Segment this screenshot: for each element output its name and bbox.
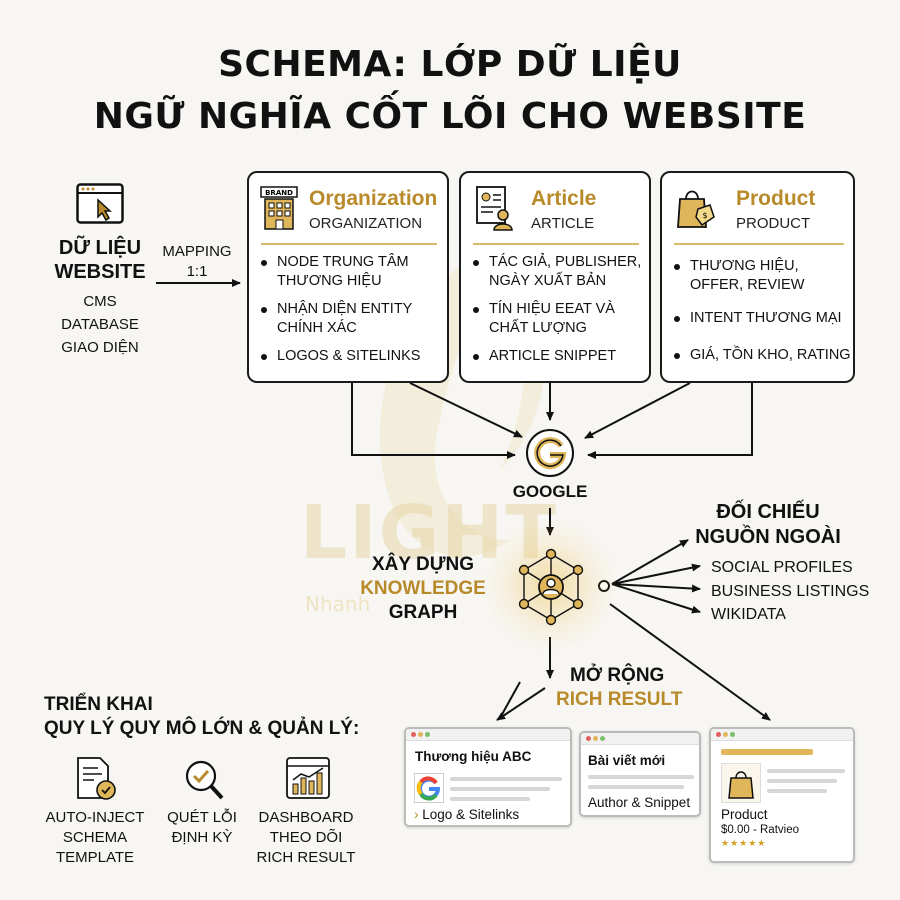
bullet-item: TÁC GIẢ, PUBLISHER, NGÀY XUẤT BẢN xyxy=(471,253,647,291)
external-title: ĐỐI CHIẾU NGUỒN NGOÀI xyxy=(695,501,841,548)
card-article: Article ARTICLE TÁC GIẢ, PUBLISHER, NGÀY… xyxy=(459,171,651,383)
svg-text:$: $ xyxy=(702,211,707,220)
source-item: CMS xyxy=(83,293,117,310)
bullet-item: TÍN HIỆU EEAT VÀ CHẤT LƯỢNG xyxy=(471,300,647,338)
document-gear-icon xyxy=(74,756,118,802)
network-graph-icon xyxy=(512,548,590,626)
product-caption: Product xyxy=(721,807,768,822)
card-bullets: TÁC GIẢ, PUBLISHER, NGÀY XUẤT BẢN TÍN HI… xyxy=(471,253,647,375)
google-g-icon xyxy=(525,428,575,478)
document-person-icon xyxy=(473,185,513,231)
product-price: $0.00 - Ratvieo xyxy=(721,824,799,836)
bullet-item: LOGOS & SITELINKS xyxy=(259,347,443,366)
magnifier-check-icon xyxy=(183,758,225,802)
card-subtitle: ARTICLE xyxy=(531,215,595,232)
card-bullets: NODE TRUNG TÂM THƯƠNG HIỆU NHẬN DIỆN ENT… xyxy=(259,253,443,375)
sitelinks-caption: › Logo & Sitelinks xyxy=(414,807,520,822)
card-title: Article xyxy=(531,187,597,210)
svg-text:BRAND: BRAND xyxy=(265,189,293,197)
card-divider xyxy=(473,243,639,245)
source-items: CMS DATABASE GIAO DIỆN xyxy=(40,290,160,359)
bullet-item: INTENT THƯƠNG MẠI xyxy=(672,309,852,328)
article-caption: Author & Snippet xyxy=(588,795,691,810)
rich-result-article: Bài viết mới Author & Snippet xyxy=(579,731,701,817)
bullet-item: GIÁ, TỒN KHO, RATING xyxy=(672,346,852,365)
bullet-item: NODE TRUNG TÂM THƯƠNG HIỆU xyxy=(259,253,443,291)
card-organization: BRAND Organization ORGANIZATION NODE TRU… xyxy=(247,171,449,383)
bullet-item: ARTICLE SNIPPET xyxy=(471,347,647,366)
external-item: SOCIAL PROFILES xyxy=(711,559,853,576)
card-product: $ Product PRODUCT THƯƠNG HIỆU, OFFER, RE… xyxy=(660,171,855,383)
external-item: WIKIDATA xyxy=(711,606,786,623)
bullet-item: THƯƠNG HIỆU, OFFER, REVIEW xyxy=(672,257,852,295)
page-title-line1: SCHEMA: LỚP DỮ LIỆU xyxy=(218,44,682,85)
mapping-label: MAPPING 1:1 xyxy=(162,243,232,280)
watermark-tagline: Nhanh xyxy=(305,592,371,616)
card-title: Organization xyxy=(309,187,438,210)
brand-building-icon: BRAND xyxy=(259,185,299,231)
knowledge-graph-label: XÂY DỰNG KNOWLEDGE GRAPH xyxy=(360,554,486,623)
deploy-item-scan: QUÉT LỖI ĐỊNH KỲ xyxy=(167,809,237,846)
card-divider xyxy=(261,243,437,245)
card-title: Product xyxy=(736,187,816,210)
card-subtitle: PRODUCT xyxy=(736,215,811,232)
page-title-line2: NGỮ NGHĨA CỐT LÕI CHO WEBSITE xyxy=(93,96,807,137)
card-bullets: THƯƠNG HIỆU, OFFER, REVIEW INTENT THƯƠNG… xyxy=(672,257,852,374)
dashboard-chart-icon xyxy=(285,756,331,802)
card-subtitle: ORGANIZATION xyxy=(309,215,423,232)
rich-result-label: MỞ RỘNG RICH RESULT xyxy=(556,665,683,710)
google-logo-icon xyxy=(414,773,444,803)
source-item: DATABASE xyxy=(61,316,139,333)
source-item: GIAO DIỆN xyxy=(61,339,139,356)
product-bag-icon xyxy=(721,763,761,803)
external-item: BUSINESS LISTINGS xyxy=(711,582,870,600)
bullet-item: NHẬN DIỆN ENTITY CHÍNH XÁC xyxy=(259,300,443,338)
shopping-bag-tag-icon: $ xyxy=(676,185,716,231)
rich-result-sitelinks: Thương hiệu ABC › Logo & Sitelinks xyxy=(404,727,572,827)
rich-result-product: Product $0.00 - Ratvieo ★★★★★ xyxy=(709,727,855,863)
source-title: DỮ LIỆU WEBSITE xyxy=(54,237,146,283)
card-divider xyxy=(674,243,844,245)
browser-cursor-icon xyxy=(76,183,124,225)
deploy-title: TRIỂN KHAI QUY LÝ QUY MÔ LỚN & QUẢN LÝ: xyxy=(44,694,360,739)
deploy-item-dashboard: DASHBOARD THEO DÕI RICH RESULT xyxy=(256,809,356,866)
external-list: SOCIAL PROFILES BUSINESS LISTINGS WIKIDA… xyxy=(711,556,869,627)
deploy-item-auto-inject: AUTO-INJECT SCHEMA TEMPLATE xyxy=(45,809,145,866)
google-label: GOOGLE xyxy=(512,482,588,501)
product-rating: ★★★★★ xyxy=(721,839,767,849)
